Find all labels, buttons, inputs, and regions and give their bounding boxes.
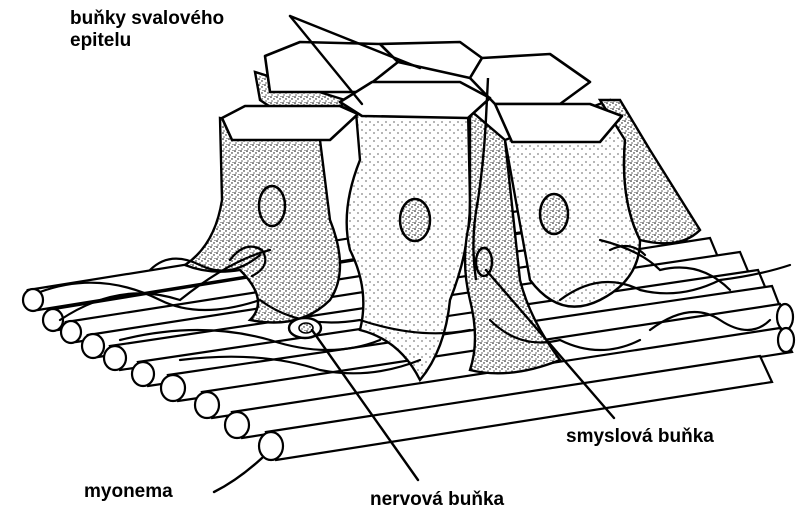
- nerve-cell-nucleus: [299, 323, 313, 333]
- nucleus: [540, 194, 568, 234]
- label-muscle-epithelium-line1: buňky svalového: [70, 8, 224, 30]
- label-muscle-epithelium: buňky svalového epitelu: [70, 8, 224, 52]
- cell-top-center: [340, 82, 490, 118]
- nucleus: [476, 248, 492, 276]
- label-myonema: myonema: [84, 481, 173, 503]
- cell-top-left: [222, 106, 358, 140]
- leader-line-myonema: [214, 458, 262, 492]
- cell-top-right: [495, 104, 622, 142]
- label-nerve-cell: nervová buňka: [370, 489, 504, 511]
- nucleus: [400, 199, 430, 241]
- label-muscle-epithelium-line2: epitelu: [70, 30, 224, 52]
- nucleus: [259, 186, 285, 226]
- label-sensory-cell: smyslová buňka: [566, 426, 714, 448]
- cell-top-back-center: [380, 42, 482, 78]
